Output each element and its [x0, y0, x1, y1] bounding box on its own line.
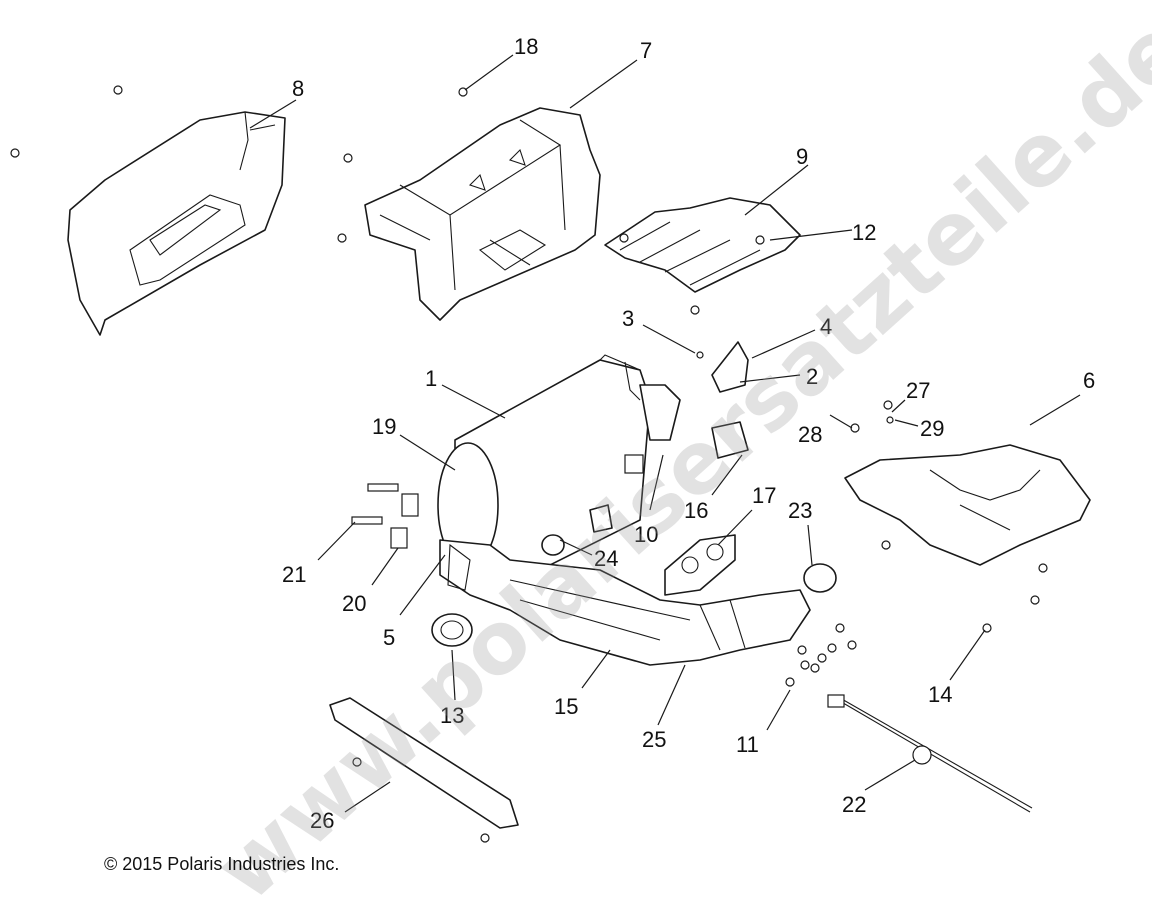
callout-6: 6	[1083, 368, 1095, 393]
copyright-notice: © 2015 Polaris Industries Inc.	[104, 854, 340, 874]
callout-20: 20	[342, 591, 366, 616]
bolt	[351, 516, 383, 525]
callout-15: 15	[554, 694, 578, 719]
cable-tie	[837, 697, 1033, 813]
isolator	[711, 421, 749, 459]
callout-2: 2	[806, 364, 818, 389]
spring	[401, 493, 419, 517]
bracket	[329, 697, 519, 829]
callout-28: 28	[798, 422, 822, 447]
clamp-24	[541, 534, 565, 556]
callout-11: 11	[736, 732, 759, 757]
exhaust-headpipe	[439, 539, 811, 666]
callout-7: 7	[640, 38, 652, 63]
callout-5: 5	[383, 625, 395, 650]
callout-25: 25	[642, 727, 666, 752]
callout-29: 29	[920, 416, 944, 441]
callout-4: 4	[820, 314, 832, 339]
callout-16: 16	[684, 498, 708, 523]
callout-26: 26	[310, 808, 334, 833]
callout-13: 13	[440, 703, 464, 728]
clamp-23	[803, 563, 837, 593]
callout-3: 3	[622, 306, 634, 331]
callout-14: 14	[928, 682, 952, 707]
callout-1: 1	[425, 366, 437, 391]
bolt	[367, 483, 399, 492]
corrugated-heat-shield	[604, 197, 801, 293]
skid-plate-shield	[844, 444, 1091, 566]
callout-9: 9	[796, 144, 808, 169]
callout-23: 23	[788, 498, 812, 523]
leader-lines	[249, 54, 1081, 813]
callout-18: 18	[514, 34, 538, 59]
callout-19: 19	[372, 414, 396, 439]
heat-shield-upper	[364, 107, 601, 321]
callout-10: 10	[634, 522, 658, 547]
heat-shield-left	[67, 111, 286, 336]
callout-24: 24	[594, 546, 618, 571]
grommet	[431, 613, 473, 647]
fasteners	[10, 85, 1048, 843]
spark-arrestor-cap	[711, 341, 749, 393]
callout-21: 21	[282, 562, 306, 587]
exhaust-gasket	[664, 534, 736, 596]
spring	[390, 527, 408, 549]
callout-8: 8	[292, 76, 304, 101]
callout-27: 27	[906, 378, 930, 403]
callout-22: 22	[842, 792, 866, 817]
isolator-small	[589, 504, 613, 533]
callout-17: 17	[752, 483, 776, 508]
callout-12: 12	[852, 220, 876, 245]
